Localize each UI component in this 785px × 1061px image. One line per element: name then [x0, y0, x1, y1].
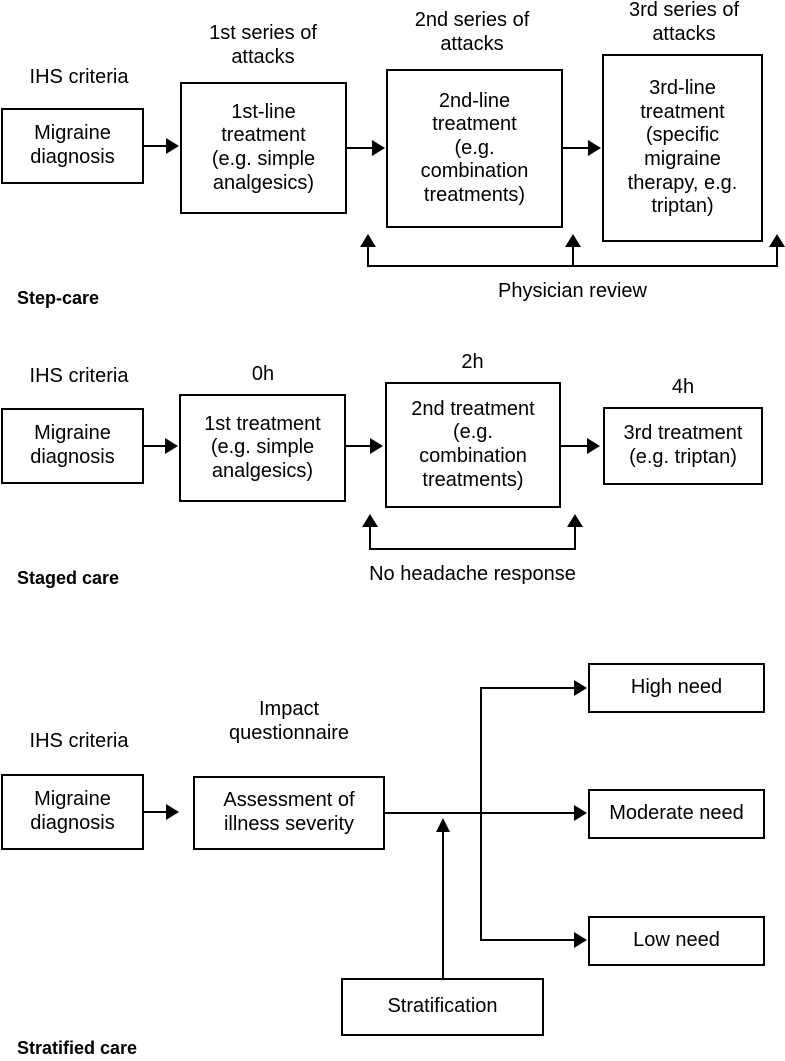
connector-t2-to-t3-staged — [561, 445, 588, 447]
box-migraine-diagnosis-step: Migraine diagnosis — [1, 108, 144, 184]
box-migraine-diagnosis-stratified: Migraine diagnosis — [1, 774, 144, 850]
caption-ihs-criteria-stratified: IHS criteria — [29, 730, 129, 752]
box-3rd-line-treatment: 3rd-line treatment (specific migraine th… — [602, 54, 763, 242]
connector-branch-to-low — [480, 939, 575, 941]
arrowhead-t2-to-t3-staged — [587, 438, 600, 454]
section-label-stratified-care: Stratified care — [17, 1038, 138, 1058]
caption-impact-questionnaire: Impact questionnaire — [228, 698, 350, 744]
arrowhead-assessment-to-moderate — [574, 805, 587, 821]
feedback-riser-t1-step — [367, 246, 369, 267]
arrowhead-diagnosis-to-assessment — [166, 804, 179, 820]
arrowhead-t1-to-t2-staged — [370, 438, 383, 454]
section-label-staged-care: Staged care — [17, 568, 120, 588]
feedback-riser-t2-step — [572, 246, 574, 267]
arrowhead-branch-to-high — [574, 680, 587, 696]
label-no-headache-response: No headache response — [369, 563, 576, 585]
arrowhead-feedback-t2-staged — [567, 514, 583, 527]
feedback-riser-t3-step — [776, 246, 778, 267]
connector-diagnosis-to-assessment — [144, 811, 167, 813]
box-1st-treatment: 1st treatment (e.g. simple analgesics) — [179, 394, 346, 502]
box-migraine-diagnosis-staged: Migraine diagnosis — [1, 408, 144, 484]
arrowhead-feedback-t1-staged — [362, 514, 378, 527]
feedback-bus-staged — [369, 548, 576, 550]
arrowhead-feedback-t2-step — [565, 234, 581, 247]
connector-diagnosis-to-t1-step — [144, 145, 167, 147]
branch-riser-vertical — [480, 687, 482, 940]
arrowhead-t2-to-t3-step — [588, 140, 601, 156]
connector-t2-to-t3-step — [563, 147, 589, 149]
caption-ihs-criteria-staged: IHS criteria — [29, 365, 129, 387]
arrowhead-feedback-t3-step — [769, 234, 785, 247]
box-low-need: Low need — [588, 916, 765, 966]
section-label-step-care: Step-care — [17, 288, 100, 308]
connector-t1-to-t2-staged — [346, 445, 371, 447]
caption-ihs-criteria-step: IHS criteria — [29, 66, 129, 88]
box-3rd-treatment: 3rd treatment (e.g. triptan) — [603, 407, 763, 485]
arrowhead-diagnosis-to-t1-step — [166, 138, 179, 154]
arrowhead-stratification-to-bus — [436, 818, 450, 832]
box-assessment-of-illness-severity: Assessment of illness severity — [193, 776, 385, 850]
connector-t1-to-t2-step — [347, 147, 373, 149]
box-high-need: High need — [588, 663, 765, 713]
box-1st-line-treatment: 1st-line treatment (e.g. simple analgesi… — [180, 82, 347, 214]
caption-2nd-series-of-attacks: 2nd series of attacks — [414, 9, 530, 55]
caption-1st-series-of-attacks: 1st series of attacks — [209, 22, 317, 68]
arrowhead-branch-to-low — [574, 932, 587, 948]
arrowhead-diagnosis-to-t1-staged — [165, 438, 178, 454]
caption-time-2h: 2h — [461, 351, 484, 373]
caption-time-0h: 0h — [251, 363, 275, 385]
box-moderate-need: Moderate need — [588, 789, 765, 839]
label-physician-review: Physician review — [498, 280, 647, 302]
connector-diagnosis-to-t1-staged — [144, 445, 166, 447]
arrowhead-feedback-t1-step — [360, 234, 376, 247]
connector-branch-to-high — [480, 687, 575, 689]
arrowhead-t1-to-t2-step — [372, 140, 385, 156]
box-stratification: Stratification — [341, 978, 544, 1036]
connector-stratification-to-bus — [442, 830, 444, 979]
feedback-riser-t2-staged — [574, 526, 576, 550]
box-2nd-treatment: 2nd treatment (e.g. combination treatmen… — [385, 382, 561, 508]
caption-time-4h: 4h — [671, 376, 695, 398]
feedback-riser-t1-staged — [369, 526, 371, 550]
box-2nd-line-treatment: 2nd-line treatment (e.g. combination tre… — [386, 69, 563, 228]
caption-3rd-series-of-attacks: 3rd series of attacks — [628, 0, 740, 45]
